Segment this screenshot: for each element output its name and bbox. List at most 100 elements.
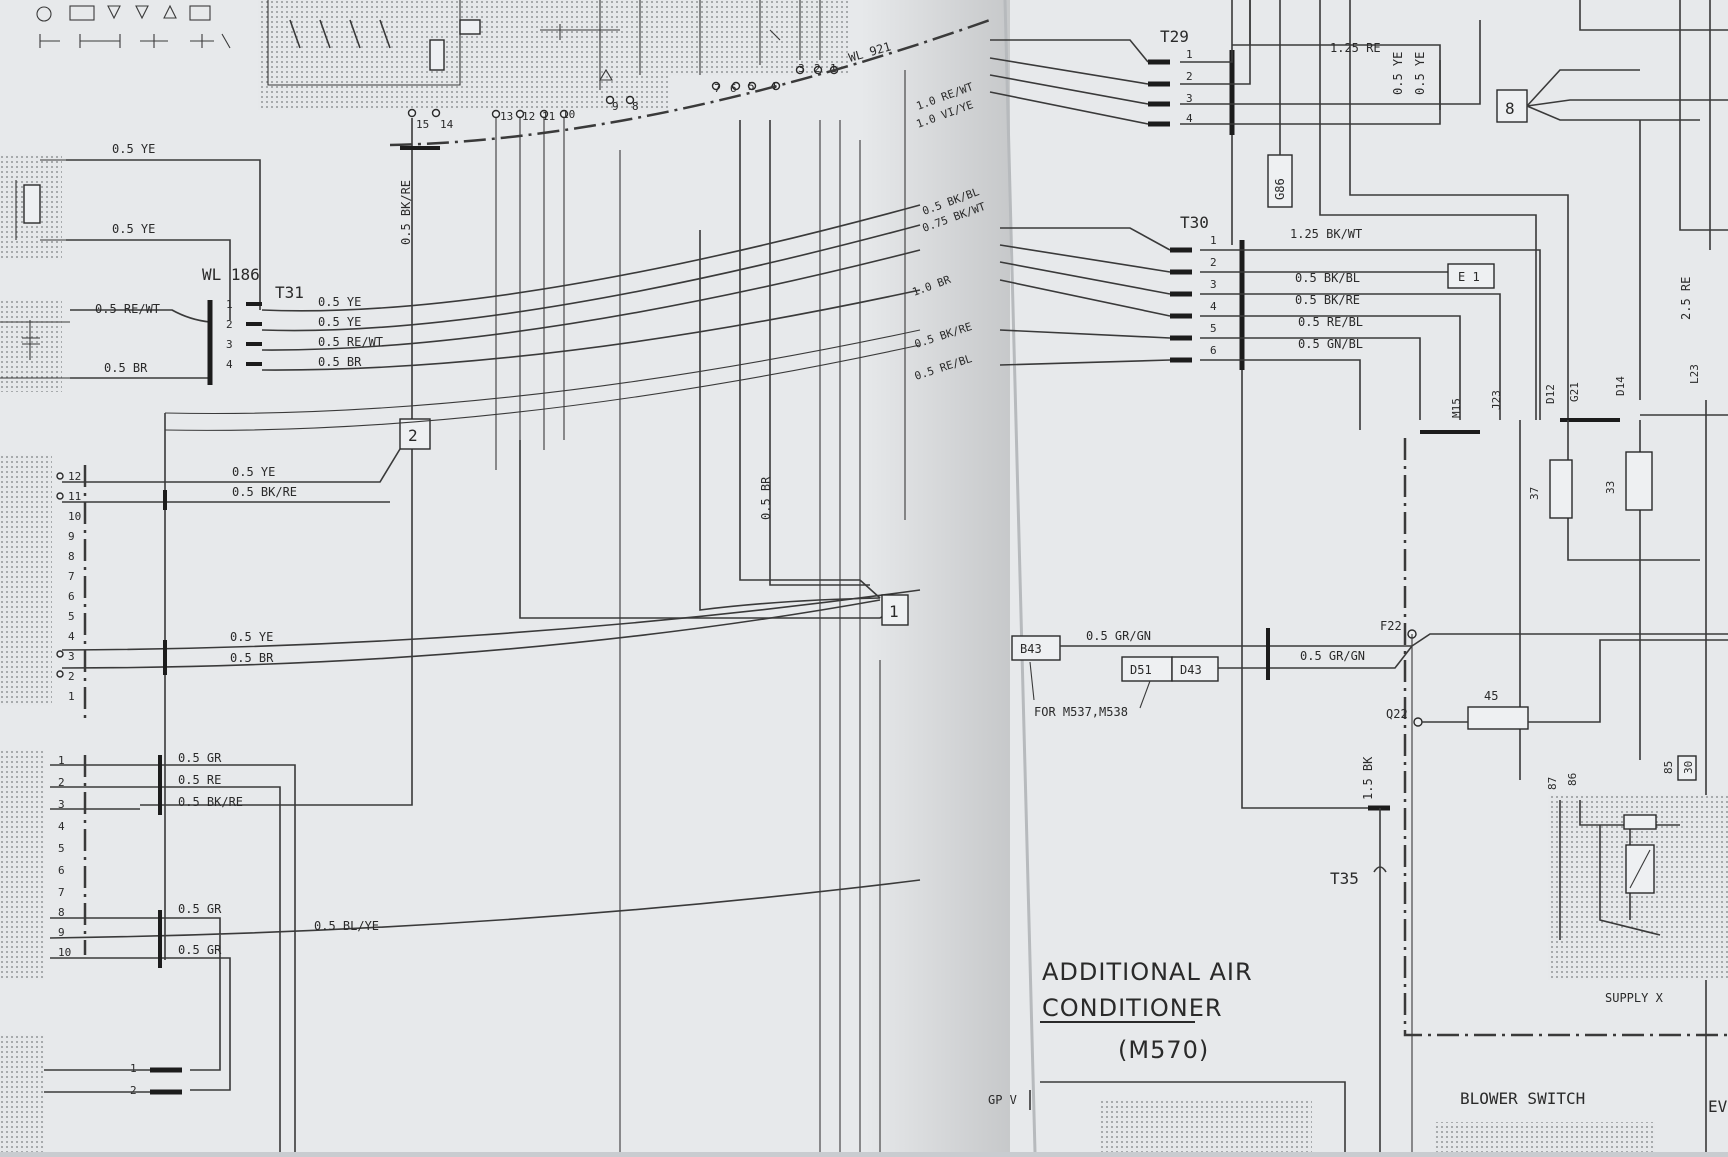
t29-pin-1: 1	[1186, 48, 1193, 61]
splice-d14: D14	[1614, 376, 1627, 396]
gpv-label: GP V	[988, 1093, 1017, 1107]
wire-0-5-ye-top: 0.5 YE	[112, 142, 155, 156]
t30-wire-1-25-bkwt: 1.25 BK/WT	[1290, 227, 1362, 241]
relay-pin-85: 85	[1662, 761, 1675, 774]
conn-b-pin-8: 8	[58, 906, 65, 919]
plug-connector: 1 2	[44, 1062, 182, 1097]
pin-8-label: 8	[632, 100, 639, 113]
harness-wl186-label: WL 186	[202, 265, 260, 284]
t30-pin-3: 3	[1210, 278, 1217, 291]
connector-t29-label: T29	[1160, 27, 1189, 46]
conn-a-pin-12: 12	[68, 470, 81, 483]
conn-b-pin-9: 9	[58, 926, 65, 939]
splice-node-8-label: 8	[1505, 99, 1515, 118]
splice-node-2-label: 2	[408, 426, 418, 445]
t31-wire-rewt: 0.5 RE/WT	[318, 335, 383, 349]
d43-wire-grgn: 0.5 GR/GN	[1300, 649, 1365, 663]
splice-node-1	[881, 594, 909, 626]
wire-0-5-br-vertical: 0.5 BR	[759, 476, 773, 520]
connector-t29-group: T29 1 2 3 4 1.25 RE 0.5 YE 0.5 YE G86	[989, 0, 1481, 245]
resistor-45-label: 45	[1484, 689, 1498, 703]
title-line-2: CONDITIONER	[1042, 994, 1223, 1022]
t30-wire-bkbl: 0.5 BK/BL	[1295, 271, 1360, 285]
pin-6-label: 6	[730, 82, 737, 95]
t30-wire-gnbl: 0.5 GN/BL	[1298, 337, 1363, 351]
t30-pin-5: 5	[1210, 322, 1217, 335]
component-b43	[1011, 635, 1061, 661]
t30-pin-2: 2	[1210, 256, 1217, 269]
conn-a-pin-2: 2	[68, 670, 75, 683]
t29-wire-1-25-re: 1.25 RE	[1330, 41, 1381, 55]
pin-10-label: 10	[562, 108, 575, 121]
conn-b-pin-1: 1	[58, 754, 65, 767]
conn-b-pin-3: 3	[58, 798, 65, 811]
wire-0-5-br-left: 0.5 BR	[104, 361, 148, 375]
blower-feed-wires: B43 0.5 GR/GN D51 D43 0.5 GR/GN FOR M537…	[1011, 619, 1728, 1152]
pin-13-label: 13	[500, 110, 513, 123]
splice-j23: J23	[1490, 390, 1503, 410]
splice-node-2	[399, 418, 431, 450]
conn-a-wire-4-ye: 0.5 YE	[230, 630, 273, 644]
title-code: (M570)	[1118, 1036, 1209, 1064]
splice-g21: G21	[1568, 382, 1581, 402]
connector-t31-group: WL 186 T31 1 2 3 4 0.5 YE 0.5 YE 0.5 RE/…	[202, 204, 921, 385]
t30-wire-rebl: 0.5 RE/BL	[1298, 315, 1363, 329]
right-upper-wires	[1319, 0, 1728, 420]
conn-a-pin-7: 7	[68, 570, 75, 583]
component-d43	[1171, 656, 1219, 682]
conn-b-pin-6: 6	[58, 864, 65, 877]
conn-a-pin-11: 11	[68, 490, 81, 503]
conn-a-pin-4: 4	[68, 630, 75, 643]
conn-a-pin-5: 5	[68, 610, 75, 623]
t31-pin-1: 1	[226, 298, 233, 311]
resistor-33-label: 33	[1604, 481, 1617, 494]
component-b43-label: B43	[1020, 642, 1042, 656]
resistor-37-label: 37	[1528, 487, 1541, 500]
pin-14-label: 14	[440, 118, 454, 131]
conn-a-pin-6: 6	[68, 590, 75, 603]
t31-pin-2: 2	[226, 318, 233, 331]
connector-t31-label: T31	[275, 283, 304, 302]
splice-q22-dot	[1413, 717, 1423, 727]
relay-pin-30: 30	[1682, 761, 1695, 774]
t31-wire-ye-2: 0.5 YE	[318, 315, 361, 329]
t30-pin-4: 4	[1210, 300, 1217, 313]
t31-wire-ye-1: 0.5 YE	[318, 295, 361, 309]
relay-pin-86: 86	[1566, 773, 1579, 786]
note-for-models: FOR M537,M538	[1034, 705, 1128, 719]
t31-pin-3: 3	[226, 338, 233, 351]
pin-9-label: 9	[612, 100, 619, 113]
conn-a-pin-1: 1	[68, 690, 75, 703]
supply-label: SUPPLY X	[1605, 991, 1664, 1005]
splice-m15: M15	[1450, 398, 1463, 418]
component-e1	[1447, 263, 1495, 289]
resistors: 37 33 45	[1467, 420, 1700, 780]
connector-t30-label: T30	[1180, 213, 1209, 232]
wire-2-5-re: 2.5 RE	[1679, 277, 1693, 320]
bottom-right-blocks: GP V BLOWER SWITCH EV	[988, 1081, 1728, 1152]
top-pin-drop-wires	[495, 118, 565, 470]
connector-t35-label: T35	[1330, 869, 1359, 888]
arc-wires-upper	[164, 329, 921, 431]
splice-node-8	[1496, 89, 1528, 123]
page-fold-shadow	[860, 0, 1010, 1152]
edge-text: EV	[1708, 1097, 1728, 1116]
conn-b-wire-1-gr: 0.5 GR	[178, 751, 222, 765]
symbol-legend	[36, 4, 231, 49]
conn-a-wire-12-ye: 0.5 YE	[232, 465, 275, 479]
component-d43-label: D43	[1180, 663, 1202, 677]
wire-0-5-ye-mid: 0.5 YE	[112, 222, 155, 236]
conn-b-pin-7: 7	[58, 886, 65, 899]
title-line-1: ADDITIONAL AIR	[1042, 958, 1253, 986]
diagram-title: ADDITIONAL AIR CONDITIONER (M570)	[1040, 958, 1253, 1064]
conn-a-pin-3: 3	[68, 650, 75, 663]
conn-b-wire-2-re: 0.5 RE	[178, 773, 221, 787]
t29-pin-4: 4	[1186, 112, 1193, 125]
conn-b-wire-10-gr: 0.5 GR	[178, 943, 222, 957]
blower-switch-label: BLOWER SWITCH	[1460, 1089, 1585, 1108]
component-g86-label: G86	[1273, 178, 1287, 200]
pin-11-label: 11	[542, 110, 555, 123]
t29-pin-3: 3	[1186, 92, 1193, 105]
